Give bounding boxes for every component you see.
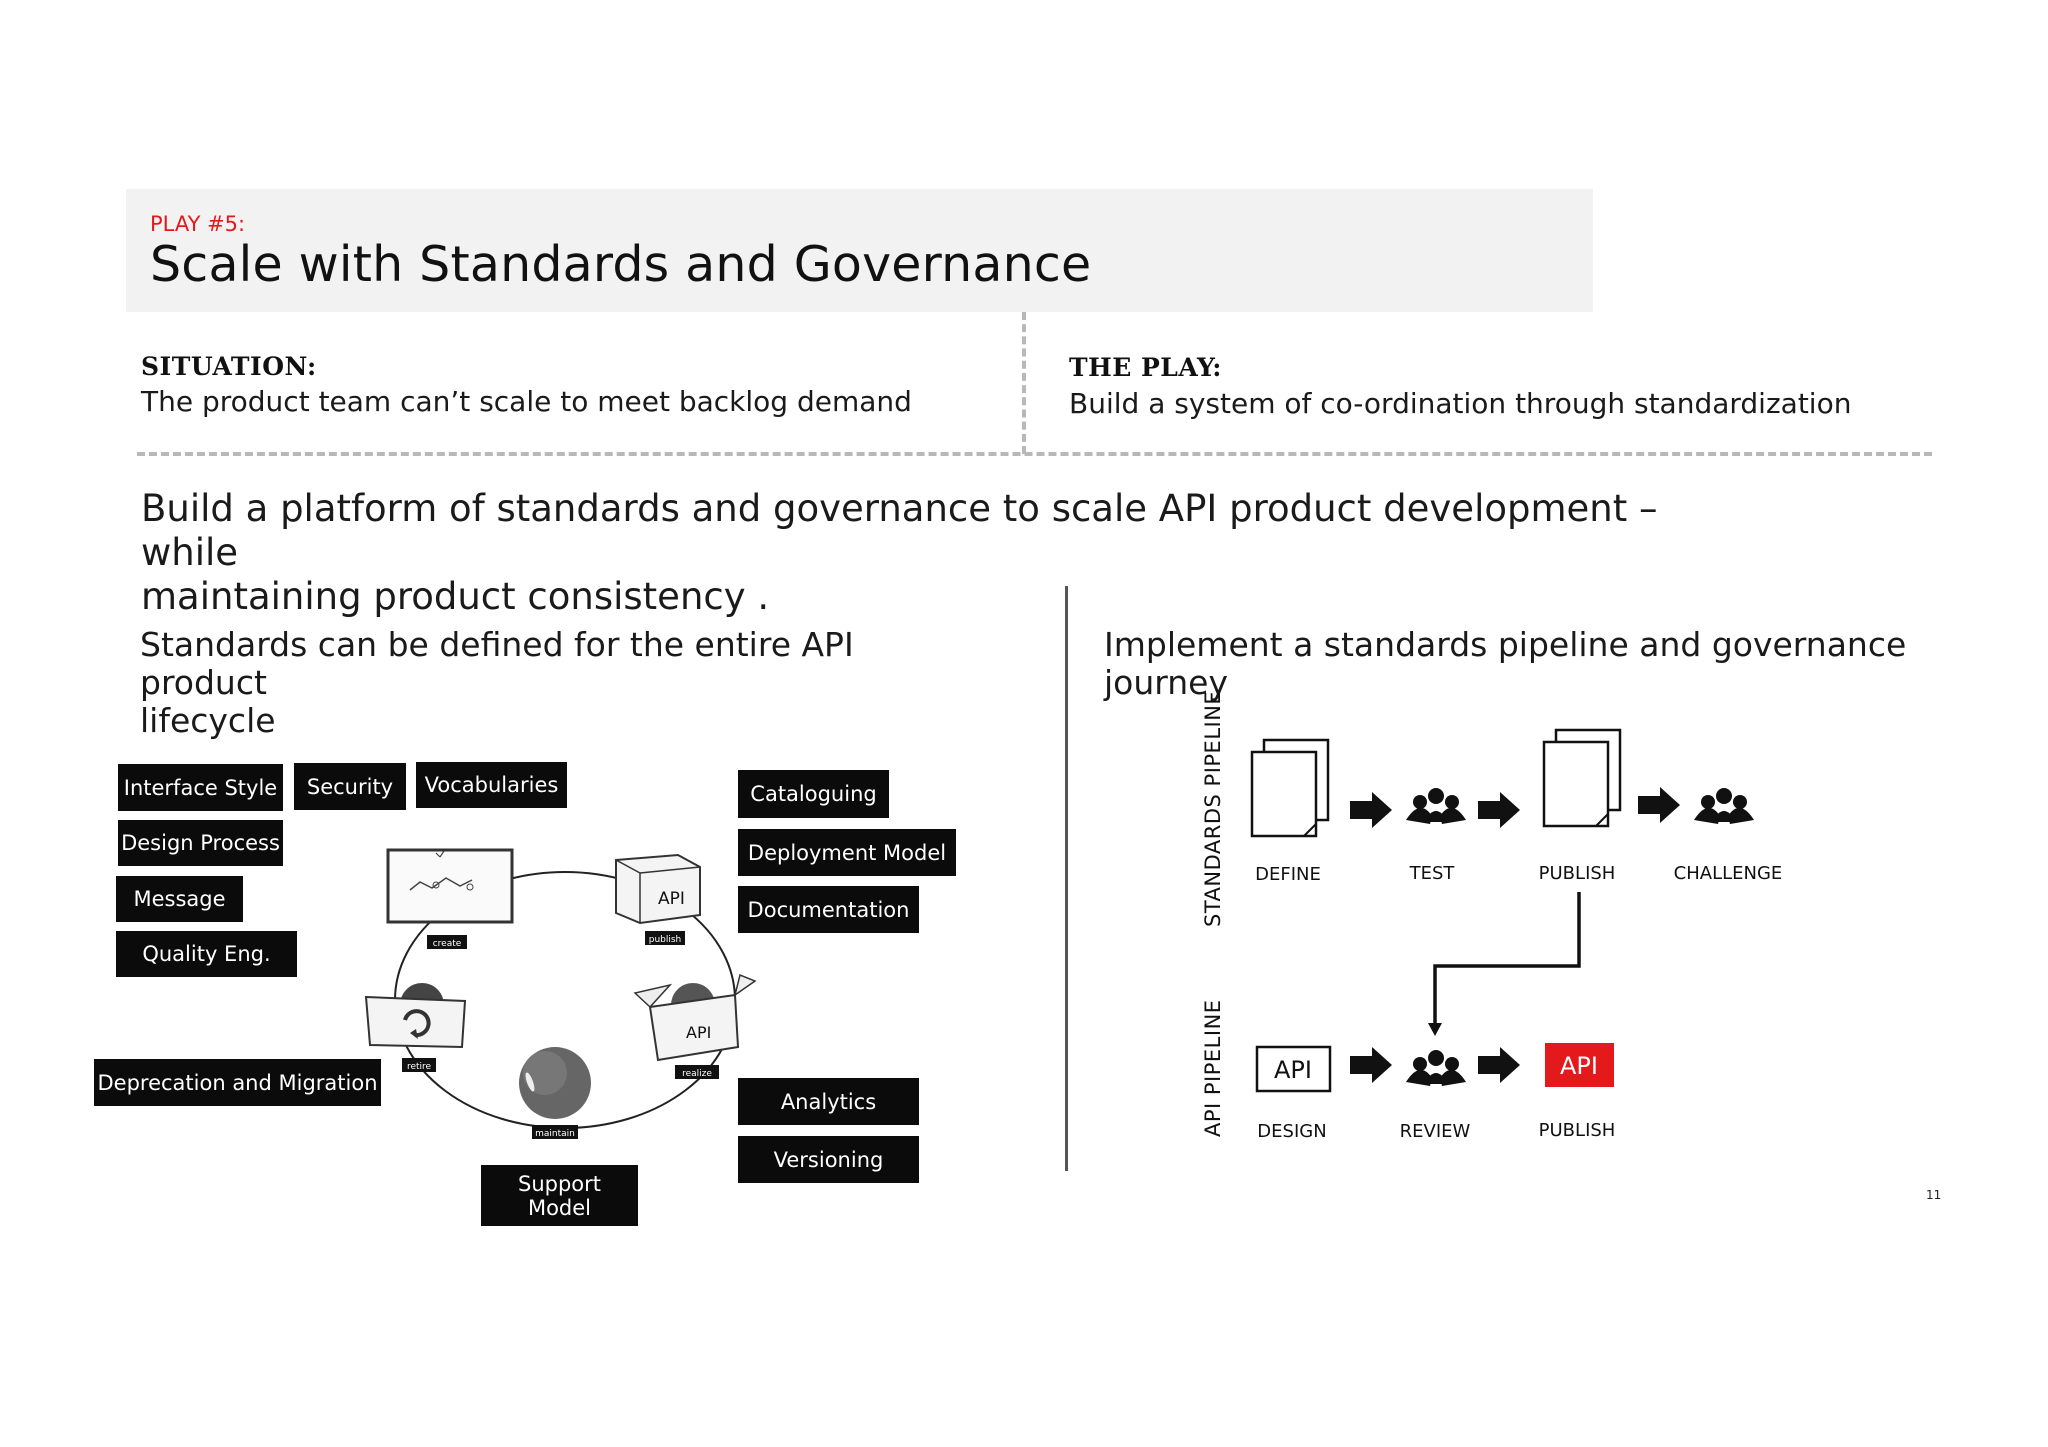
team-icon bbox=[1406, 788, 1466, 824]
title-band bbox=[126, 189, 1593, 312]
api-design-box bbox=[1255, 1045, 1332, 1093]
tag-deployment-model: Deployment Model bbox=[738, 829, 956, 876]
tag-quality-eng: Quality Eng. bbox=[116, 931, 297, 977]
api-box-label-1: API bbox=[658, 889, 685, 909]
whiteboard-icon bbox=[386, 848, 514, 924]
situation-text: The product team can’t scale to meet bac… bbox=[141, 385, 912, 418]
tag-interface-style: Interface Style bbox=[118, 764, 283, 811]
step-challenge: CHALLENGE bbox=[1673, 863, 1783, 884]
left-heading-line-2: lifecycle bbox=[140, 701, 276, 740]
arrow-icon bbox=[1478, 792, 1520, 828]
lead-line-2: maintaining product consistency . bbox=[141, 575, 770, 618]
left-heading: Standards can be defined for the entire … bbox=[140, 626, 960, 740]
page-title: Scale with Standards and Governance bbox=[150, 236, 1092, 293]
tag-message: Message bbox=[116, 876, 243, 922]
situation-label: SITUATION: bbox=[141, 352, 317, 381]
tag-realize-label: realize bbox=[682, 1069, 712, 1079]
api-publish-box bbox=[1545, 1043, 1614, 1087]
api-publish-box-label: API bbox=[1560, 1052, 1598, 1080]
connector-arrowhead bbox=[1428, 1023, 1442, 1036]
step-design: DESIGN bbox=[1257, 1121, 1327, 1142]
api-lifecycle-diagram: API API create publish retire realize ma… bbox=[364, 848, 757, 1139]
lead-line-1: Build a platform of standards and govern… bbox=[141, 487, 1658, 574]
arrow-icon bbox=[1350, 792, 1392, 828]
lead-statement: Build a platform of standards and govern… bbox=[141, 487, 1741, 619]
the-play-label: THE PLAY: bbox=[1069, 353, 1222, 382]
recycle-box-icon bbox=[364, 983, 467, 1049]
team-icon bbox=[1406, 1050, 1466, 1086]
arrow-icon bbox=[1350, 1047, 1392, 1083]
api-design-box-label: API bbox=[1274, 1056, 1312, 1084]
tag-maintain: maintain bbox=[532, 1125, 578, 1139]
arrow-icon bbox=[1638, 787, 1680, 823]
standards-pipeline-label: STANDARDS PIPELINE bbox=[1201, 690, 1225, 927]
play-kicker: PLAY #5: bbox=[150, 212, 246, 236]
vertical-divider-dashed bbox=[1022, 312, 1026, 454]
tag-publish: publish bbox=[645, 931, 685, 945]
tag-retire: retire bbox=[402, 1058, 436, 1072]
horizontal-divider-dashed bbox=[137, 452, 1932, 456]
api-box-icon bbox=[615, 853, 701, 925]
the-play-text: Build a system of co-ordination through … bbox=[1069, 387, 1852, 420]
step-api-publish: PUBLISH bbox=[1538, 1120, 1616, 1141]
right-heading: Implement a standards pipeline and gover… bbox=[1104, 625, 1907, 702]
tag-retire-label: retire bbox=[407, 1062, 432, 1072]
tag-create-label: create bbox=[433, 939, 462, 949]
tag-cataloguing: Cataloguing bbox=[738, 770, 889, 818]
tag-deprecation-migration: Deprecation and Migration bbox=[94, 1059, 381, 1106]
tag-versioning: Versioning bbox=[738, 1136, 919, 1183]
tag-vocabularies: Vocabularies bbox=[416, 762, 567, 808]
tag-security: Security bbox=[294, 763, 406, 810]
tag-documentation: Documentation bbox=[738, 886, 919, 933]
tag-create: create bbox=[427, 935, 467, 949]
tag-maintain-label: maintain bbox=[535, 1129, 575, 1139]
arrow-icon bbox=[1478, 1047, 1520, 1083]
step-define: DEFINE bbox=[1255, 864, 1321, 885]
tag-design-process: Design Process bbox=[118, 820, 283, 866]
tag-publish-label: publish bbox=[649, 935, 682, 945]
step-review: REVIEW bbox=[1399, 1121, 1471, 1142]
tag-analytics: Analytics bbox=[738, 1078, 919, 1125]
pipeline-diagram: API API bbox=[1250, 728, 1754, 1093]
section-divider bbox=[1065, 586, 1068, 1171]
step-test: TEST bbox=[1409, 863, 1455, 884]
api-box-label-2: API bbox=[686, 1023, 711, 1042]
tag-support-model-line-1: Support bbox=[517, 1171, 601, 1196]
tag-support-model: Support Model bbox=[481, 1165, 638, 1226]
define-docs-icon bbox=[1250, 738, 1330, 838]
step-publish: PUBLISH bbox=[1538, 863, 1616, 884]
page-number: 11 bbox=[1926, 1188, 1942, 1202]
team-icon bbox=[1694, 788, 1754, 824]
open-box-ball-icon bbox=[633, 973, 757, 1062]
connector-line bbox=[1433, 892, 1581, 1023]
sphere-icon bbox=[519, 1047, 591, 1119]
left-heading-line-1: Standards can be defined for the entire … bbox=[140, 625, 854, 702]
api-pipeline-label: API PIPELINE bbox=[1201, 999, 1225, 1137]
publish-docs-icon bbox=[1542, 728, 1622, 828]
tag-realize: realize bbox=[675, 1065, 719, 1079]
tag-support-model-line-2: Model bbox=[527, 1195, 592, 1220]
